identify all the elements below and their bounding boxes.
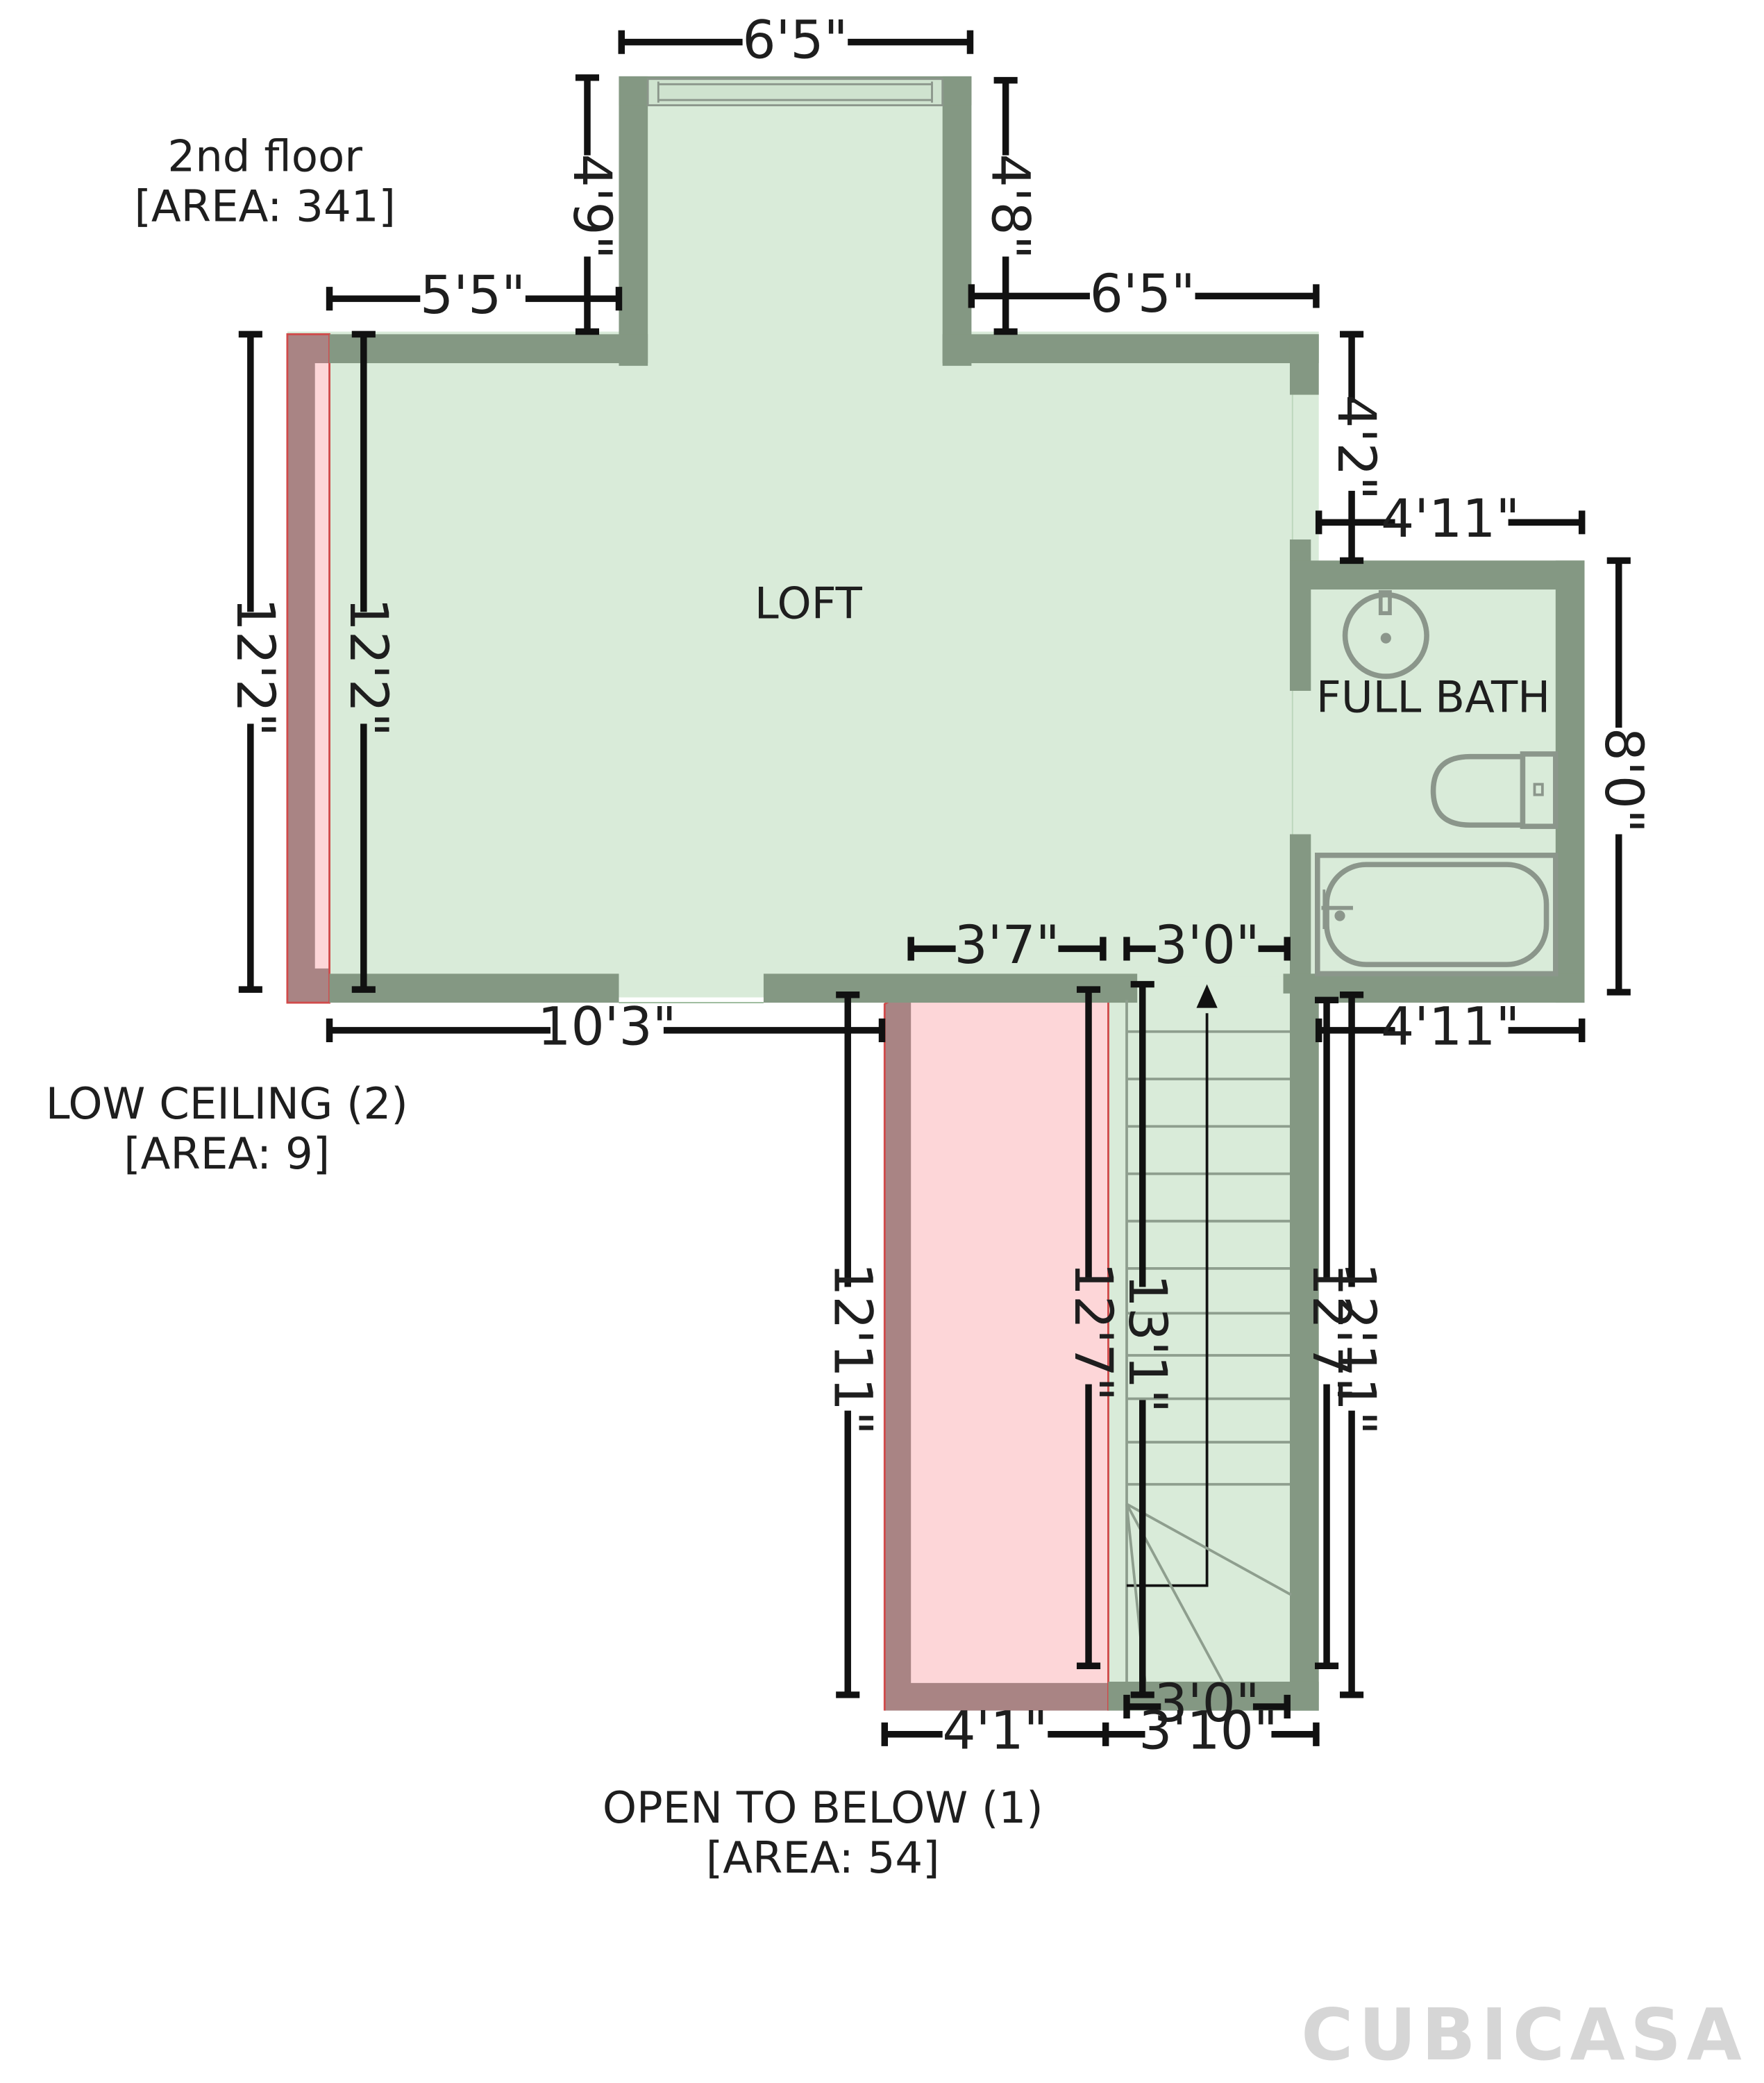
low-ceiling-area: [AREA: 9] [124, 1128, 330, 1179]
dimension-stair-run: 13'1" [1117, 980, 1178, 1698]
dimension-top-right: 6'5" [968, 263, 1320, 324]
dimension-stair-right-outer: 12'11" [1326, 991, 1387, 1698]
dimension-otb-bottom: 4'1" [881, 1700, 1109, 1762]
dimension-label: 4'9" [562, 153, 623, 259]
openings [619, 394, 1293, 1004]
toilet-icon [1430, 751, 1559, 829]
dimension-label: 4'11" [1381, 488, 1520, 549]
dimension-label: 5'5" [420, 265, 526, 326]
dimension-label: 6'5" [742, 9, 848, 70]
bathtub-icon [1314, 853, 1559, 977]
dimension-loft-inner-height: 12'2" [338, 331, 399, 993]
dimension-loft-outer-height: 12'2" [225, 331, 286, 993]
cubicasa-logo: CUBICASA [1301, 1994, 1747, 2077]
bay-window [646, 78, 944, 107]
floor-title: 2nd floor [167, 131, 362, 181]
dimension-stair-gap-left: 3'7" [907, 914, 1107, 976]
dimension-otb-inner-height: 12'7" [1063, 986, 1124, 1669]
dimension-label: 4'2" [1326, 394, 1387, 500]
dimension-bay-depth-left: 4'9" [562, 74, 623, 335]
dimension-loft-bottom: 10'3" [326, 996, 886, 1057]
dimension-label: 12'2" [225, 598, 286, 737]
dimension-label: 4'1" [942, 1700, 1048, 1762]
open-to-below-label: OPEN TO BELOW (1) [603, 1782, 1043, 1833]
dimension-stair-bottom-inner: 3'0" [1123, 1673, 1291, 1734]
dimension-label: 10'3" [537, 996, 676, 1057]
dimension-label: 12'2" [338, 598, 399, 737]
dimension-label: 3'10" [1139, 1700, 1277, 1762]
dimension-stair-bottom-outer: 3'10" [1105, 1700, 1320, 1762]
dimension-label: 3'0" [1154, 914, 1260, 976]
open-to-below-area: [AREA: 54] [706, 1832, 940, 1883]
dimension-label: 12'11" [1326, 1262, 1387, 1435]
dimension-label: 8'0" [1593, 728, 1654, 833]
dimension-bath-height: 8'0" [1593, 557, 1654, 996]
room-label-full-bath: FULL BATH [1316, 671, 1550, 722]
low-ceiling-label: LOW CEILING (2) [46, 1078, 408, 1129]
dimension-bath-bottom: 4'11" [1315, 996, 1586, 1057]
dimension-top-left: 5'5" [326, 265, 623, 326]
stair-direction-arrow [1126, 984, 1218, 1587]
dimension-otb-outer-height: 12'11" [822, 991, 883, 1698]
room-label-loft: LOFT [755, 578, 863, 629]
sink-icon [1342, 589, 1429, 679]
dimension-right-upper-wall: 4'2" [1326, 331, 1387, 564]
open-to-below-zone [883, 988, 1109, 1711]
dimension-label: 12'7" [1063, 1262, 1124, 1401]
dimension-label: 4'11" [1381, 996, 1520, 1057]
low-ceiling-zone [286, 333, 330, 1004]
floor-area: [AREA: 341] [134, 181, 395, 231]
dimension-stair-opening: 3'0" [1123, 914, 1291, 976]
dimension-label: 13'1" [1117, 1274, 1178, 1413]
dimension-label: 12'11" [822, 1262, 883, 1435]
dimension-label: 3'7" [954, 914, 1059, 976]
dimension-label: 4'8" [980, 153, 1041, 259]
dimension-bay-width: 6'5" [618, 9, 974, 70]
floor-areas [287, 76, 1585, 1700]
dimension-label: 6'5" [1090, 263, 1195, 324]
dimension-bath-top: 4'11" [1315, 488, 1586, 549]
dimension-bay-depth-right: 4'8" [980, 76, 1041, 335]
dimension-label: 3'0" [1154, 1673, 1260, 1734]
